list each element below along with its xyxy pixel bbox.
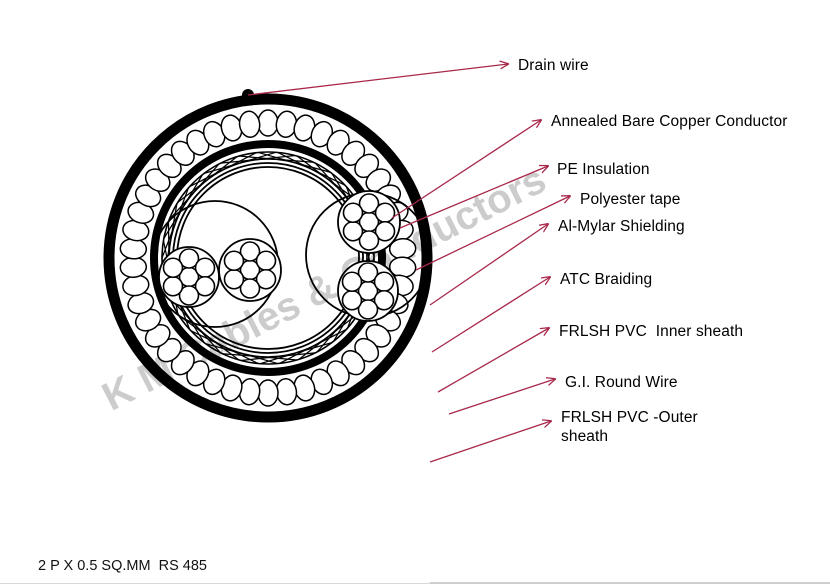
copper-strand [255, 268, 277, 290]
label-gi-round-wire: G.I. Round Wire [565, 374, 678, 391]
label-line-2: sheath [561, 428, 609, 445]
gi-round-wire [119, 238, 148, 260]
gi-round-wire-ring [119, 109, 417, 407]
leader-outer-sheath [429, 421, 551, 463]
copper-strand [374, 220, 396, 242]
spec-caption: 2 P X 0.5 SQ.MM RS 485 [38, 558, 207, 574]
copper-strand [194, 257, 216, 279]
copper-strand [223, 250, 245, 272]
leader-atc-braiding [431, 277, 550, 353]
copper-strand [357, 262, 379, 283]
label-inner-sheath: FRLSH PVC Inner sheath [559, 323, 744, 340]
copper-strand [357, 299, 379, 320]
copper-strand [255, 250, 277, 272]
copper-strand [162, 275, 184, 297]
cond-2 [218, 238, 282, 302]
cond-1 [158, 246, 220, 308]
leader-drain-wire [247, 64, 508, 96]
copper-strand [373, 271, 395, 293]
pair-right [305, 190, 431, 322]
cable-structure [103, 89, 433, 423]
copper-strand [341, 289, 363, 311]
copper-strand [178, 248, 200, 269]
copper-strand [341, 271, 363, 293]
leader-pe-insulation [399, 166, 548, 229]
copper-strand [374, 202, 396, 224]
leader-lines [247, 64, 570, 463]
leader-gi-round-wire [448, 379, 555, 415]
copper-strand [223, 268, 245, 290]
copper-strand [162, 257, 184, 279]
outer-sheath-ring [103, 93, 433, 423]
label-annealed-copper: Annealed Bare Copper Conductor [551, 113, 788, 130]
gi-round-wire [119, 256, 148, 278]
leader-inner-sheath [437, 328, 549, 393]
pair-left [151, 200, 282, 328]
label-pe-insulation: PE Insulation [557, 161, 650, 178]
copper-strand [342, 220, 364, 242]
copper-strand [358, 193, 380, 214]
copper-strand [178, 285, 200, 306]
cond-3 [337, 190, 401, 254]
copper-strand [342, 202, 364, 224]
label-atc-braiding: ATC Braiding [560, 271, 653, 288]
label-polyester-tape: Polyester tape [580, 191, 681, 208]
label-al-mylar-shield: Al-Mylar Shielding [558, 218, 685, 235]
leader-polyester-tape [415, 196, 570, 271]
label-line-1: FRLSH PVC -Outer [561, 409, 698, 426]
copper-strand [194, 275, 216, 297]
gi-round-wire [257, 109, 279, 137]
copper-strand [373, 289, 395, 311]
footer-divider [0, 583, 830, 584]
leader-annealed-copper [391, 120, 541, 219]
gi-round-wire [238, 110, 261, 138]
inner-sheath-ring [150, 140, 386, 376]
copper-strand [239, 278, 261, 299]
copper-strand [239, 241, 261, 262]
gi-round-wire [257, 379, 279, 407]
cond-4 [337, 260, 399, 322]
leader-al-mylar [429, 224, 548, 306]
copper-strand [358, 230, 380, 251]
label-drain-wire: Drain wire [518, 57, 589, 74]
label-outer-sheath: FRLSH PVC -Outer sheath [561, 408, 698, 446]
footer-divider-secondary [430, 582, 830, 584]
